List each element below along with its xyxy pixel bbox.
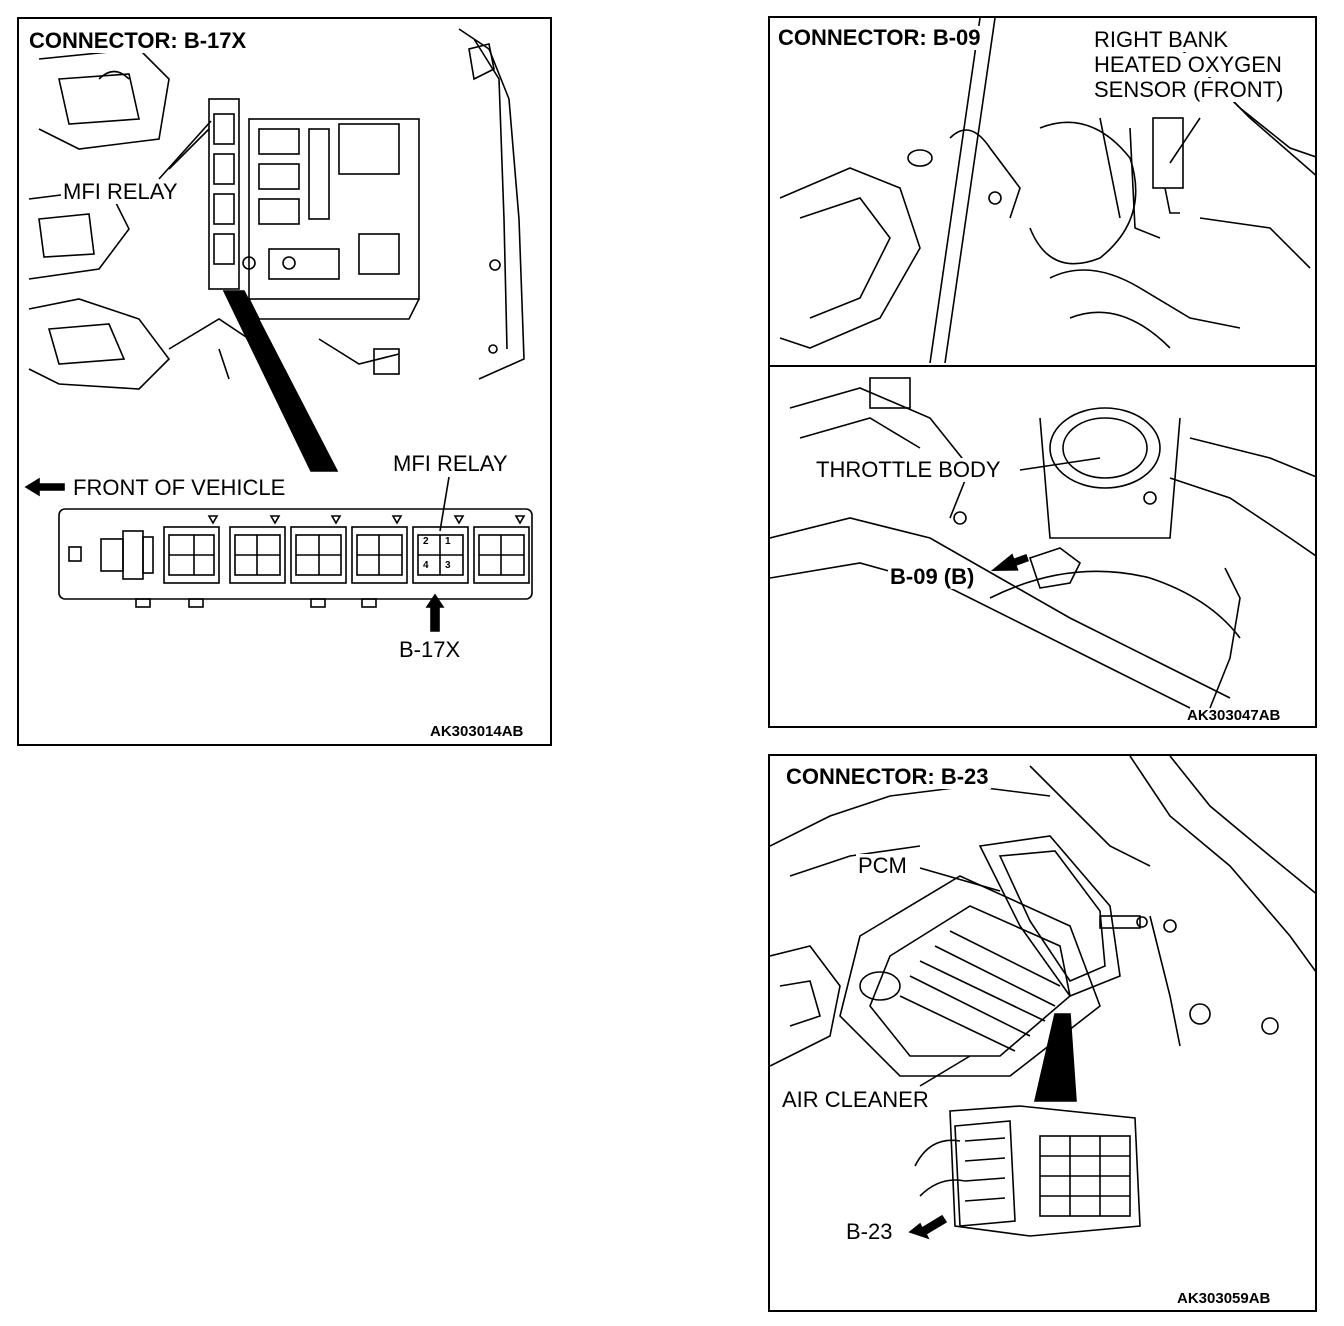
- figure-code: AK303014AB: [430, 723, 524, 740]
- relay-socket-1: [163, 526, 220, 584]
- panel-title: CONNECTOR: B-09: [776, 25, 983, 50]
- label-pcm: PCM: [856, 853, 909, 878]
- label-air-cleaner: AIR CLEANER: [780, 1087, 931, 1112]
- label-sensor-line-2: HEATED OXYGEN: [1092, 52, 1284, 77]
- label-throttle-body: THROTTLE BODY: [814, 457, 1003, 482]
- panel-connector-b17x: 2 1 4 3 CONNECTOR: B-17X MFI RELAY FRONT…: [17, 17, 552, 746]
- label-sensor-line-3: SENSOR (FRONT): [1092, 77, 1286, 102]
- relay-pin-label: 4: [423, 560, 429, 571]
- throttle-body-drawing: [770, 18, 1315, 709]
- label-mfi-relay-top: MFI RELAY: [61, 179, 180, 204]
- relay-pin-label: 1: [445, 536, 451, 547]
- figure-code: AK303047AB: [1187, 707, 1281, 724]
- panel-connector-b09: CONNECTOR: B-09 RIGHT BANK HEATED OXYGEN…: [768, 16, 1317, 728]
- relay-pin-label: 3: [445, 560, 451, 571]
- panel-title: CONNECTOR: B-23: [784, 764, 991, 789]
- panel-connector-b23: CONNECTOR: B-23 PCM AIR CLEANER B-23 AK3…: [768, 754, 1317, 1312]
- label-b17x-callout: B-17X: [397, 637, 463, 662]
- relay-pin-label: 2: [423, 536, 429, 547]
- label-b23-callout: B-23: [844, 1219, 895, 1244]
- label-front-of-vehicle: FRONT OF VEHICLE: [71, 475, 288, 500]
- panel-title: CONNECTOR: B-17X: [27, 28, 249, 53]
- engine-bay-relay-box-drawing: [24, 28, 533, 632]
- figure-code: AK303059AB: [1177, 1290, 1271, 1307]
- label-mfi-relay-detail: MFI RELAY: [391, 451, 510, 476]
- pcm-air-cleaner-drawing: [770, 756, 1315, 1240]
- label-sensor-line-1: RIGHT BANK: [1092, 27, 1231, 52]
- label-b09-callout: B-09 (B): [888, 564, 977, 589]
